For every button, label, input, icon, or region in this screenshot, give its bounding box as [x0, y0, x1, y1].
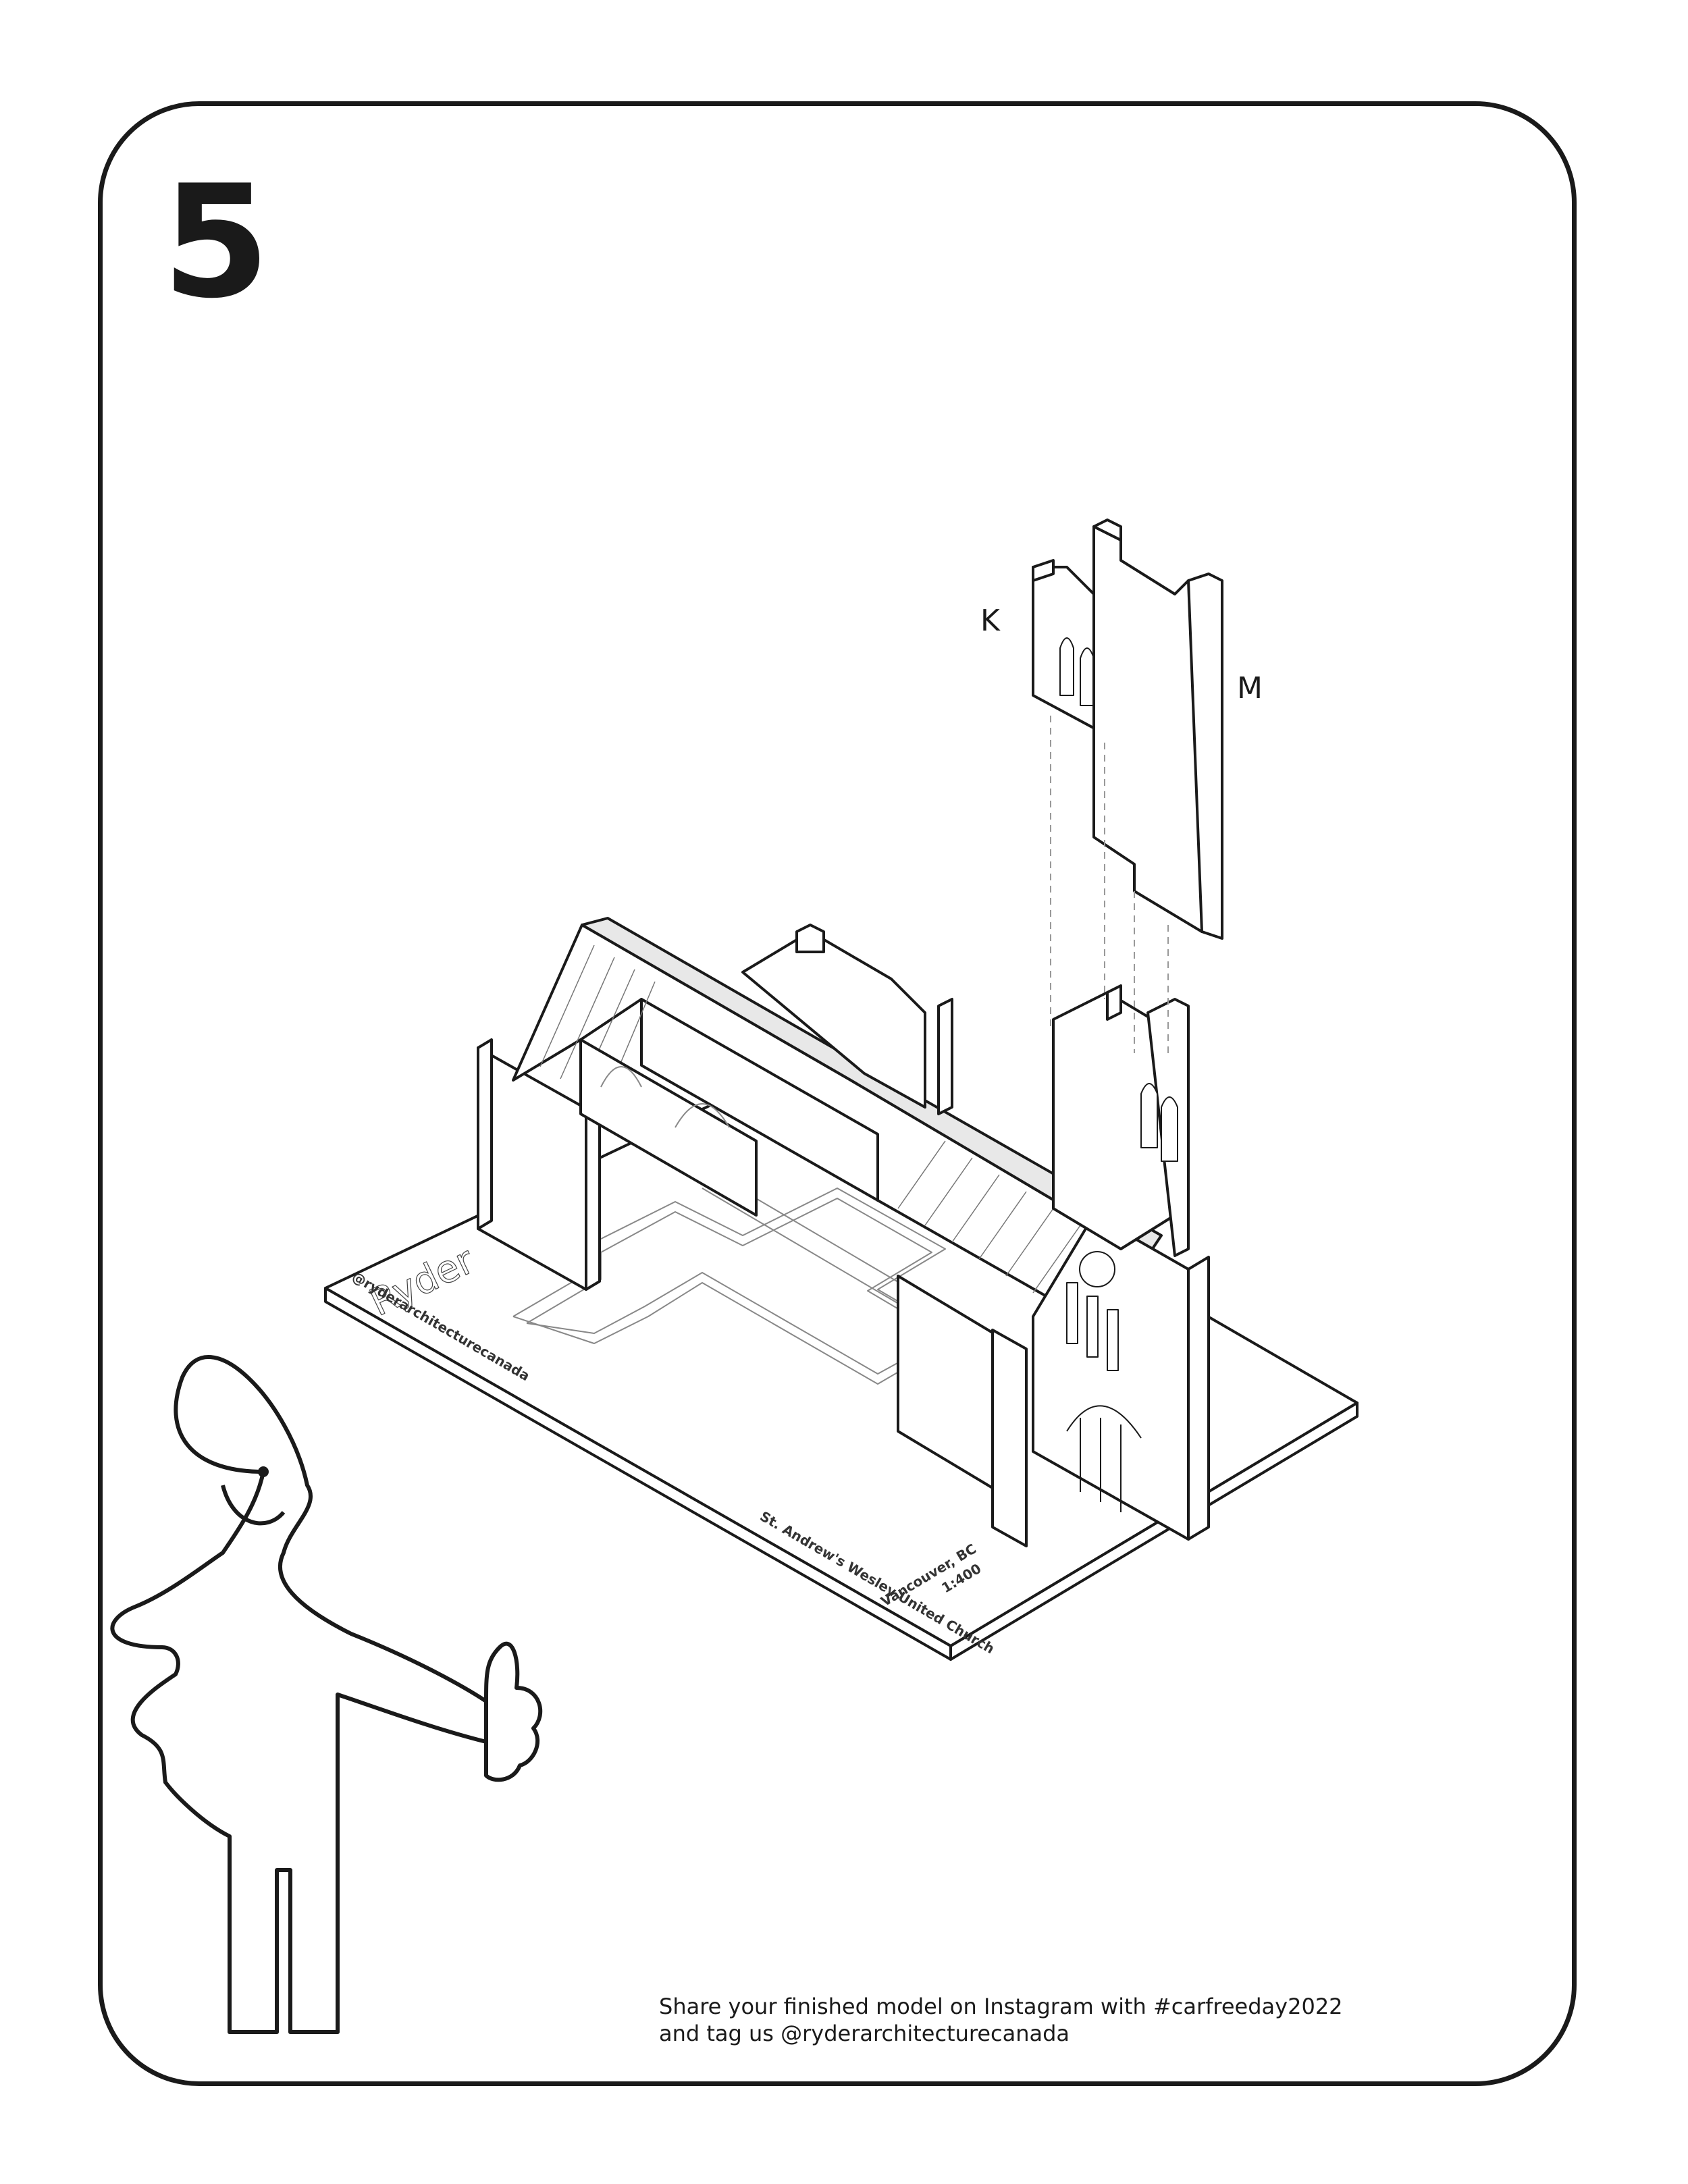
footer-line-1: Share your finished model on Instagram w…: [659, 1994, 1343, 2019]
left-end-wall: [477, 1038, 601, 1291]
roof-hatching: [539, 944, 1108, 1310]
step-number: 5: [162, 153, 271, 333]
right-side-wall: [897, 1275, 1028, 1547]
footer-line-2: and tag us @ryderarchitecturecanada: [659, 2021, 1070, 2046]
main-facade: [1032, 1214, 1210, 1541]
footer-note: Share your finished model on Instagram w…: [659, 1993, 1343, 2047]
alignment-guides: [1050, 716, 1169, 1053]
tower-piece-m: [1092, 518, 1223, 940]
transept-gable: [741, 924, 953, 1115]
inner-arcade-wall: [579, 1038, 758, 1217]
part-label-k: K: [980, 604, 1000, 638]
thumbs-up-figure-icon: [110, 1355, 543, 2034]
tower-base: [1052, 984, 1190, 1257]
part-label-m: M: [1237, 671, 1263, 705]
instruction-card-frame: [98, 101, 1577, 2086]
